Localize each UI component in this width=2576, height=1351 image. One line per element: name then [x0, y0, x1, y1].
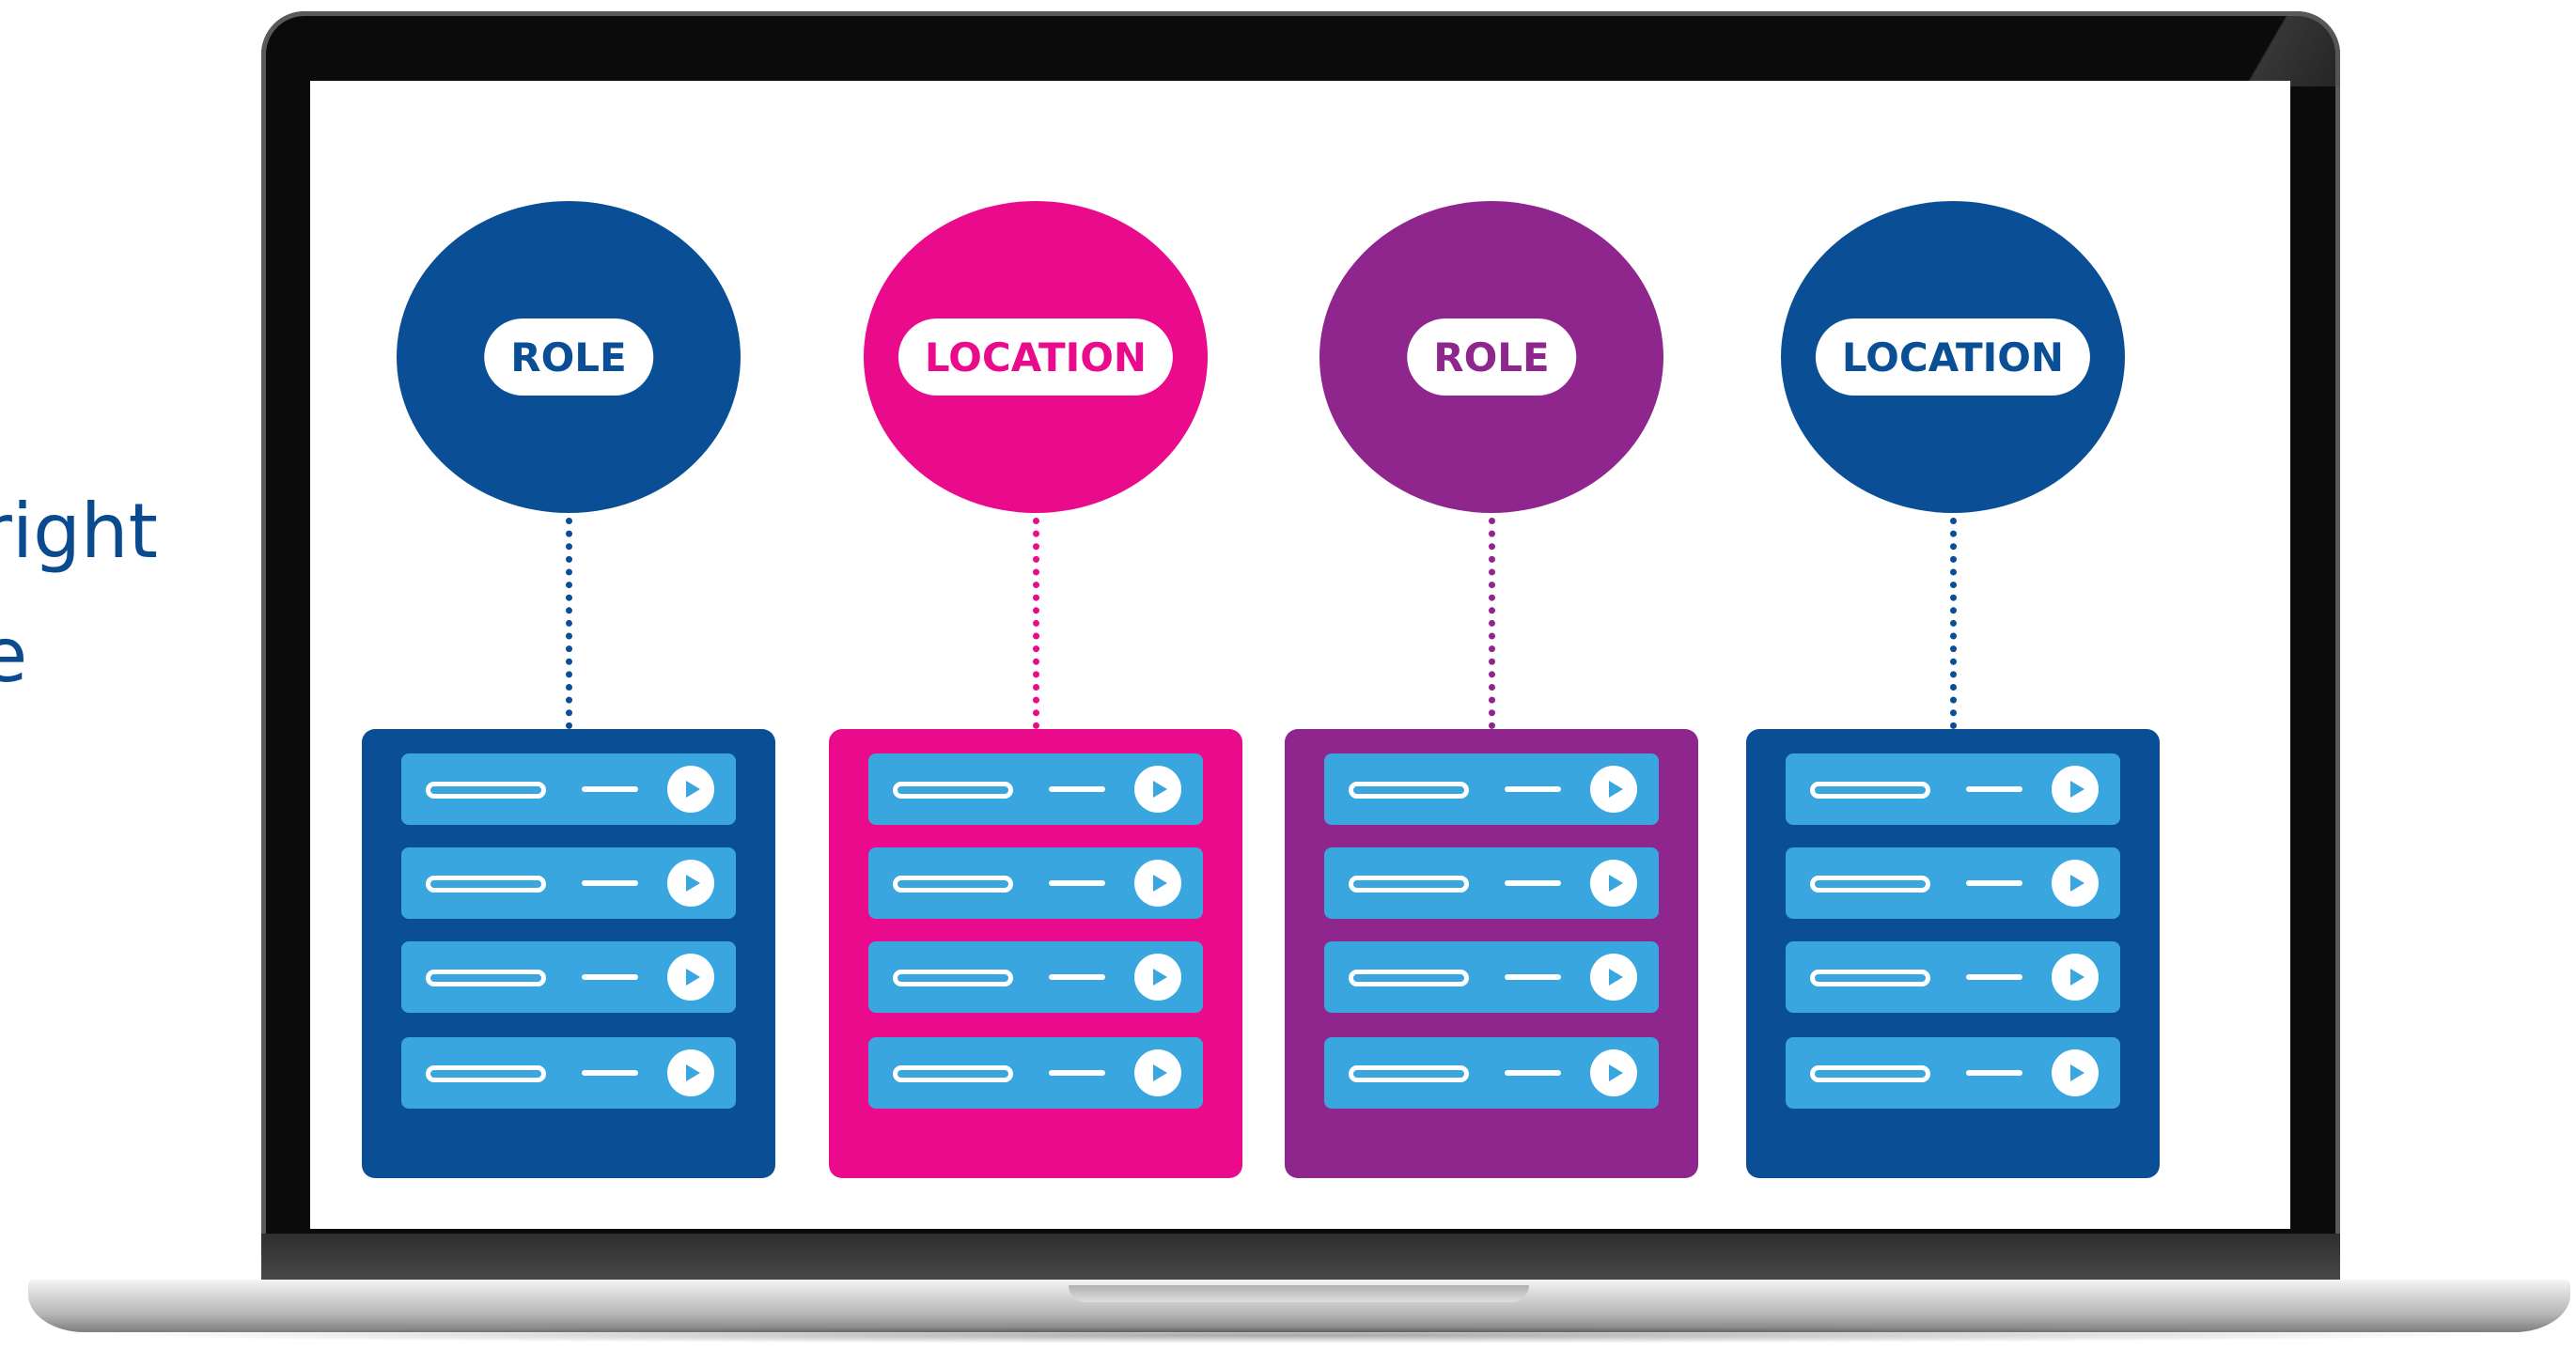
content-panel — [1285, 729, 1698, 1178]
screen-glare — [2188, 11, 2340, 86]
laptop-chin — [261, 1234, 2340, 1283]
play-icon — [1590, 766, 1637, 813]
content-panel — [829, 729, 1242, 1178]
content-row — [1324, 1037, 1659, 1109]
row-dash — [582, 1070, 638, 1076]
content-row — [401, 847, 736, 919]
dotted-connector — [1033, 518, 1039, 729]
diagram-column: LOCATION — [829, 81, 1242, 1229]
play-icon — [1590, 954, 1637, 1001]
play-icon — [2052, 954, 2099, 1001]
row-dash — [1049, 974, 1105, 980]
play-icon — [2052, 766, 2099, 813]
row-bar — [1810, 782, 1930, 799]
play-icon — [2052, 860, 2099, 907]
laptop-lid: ROLE LOCATION ROLE LOCATION — [261, 11, 2340, 1274]
row-bar — [1810, 1065, 1930, 1082]
side-text: right e — [0, 470, 158, 718]
side-text-line-2: e — [0, 612, 28, 699]
row-bar — [893, 876, 1013, 893]
content-row — [868, 941, 1203, 1013]
category-circle: LOCATION — [864, 201, 1208, 513]
category-circle: ROLE — [397, 201, 741, 513]
row-dash — [1505, 880, 1561, 886]
side-text-line-1: right — [0, 488, 158, 575]
content-row — [401, 941, 736, 1013]
row-bar — [1810, 876, 1930, 893]
row-dash — [1966, 1070, 2022, 1076]
content-row — [1786, 1037, 2120, 1109]
diagram-column: ROLE — [362, 81, 775, 1229]
content-row — [1786, 753, 2120, 825]
play-icon — [1590, 860, 1637, 907]
play-icon — [1134, 1049, 1181, 1096]
category-circle: LOCATION — [1781, 201, 2125, 513]
row-dash — [1049, 786, 1105, 792]
category-circle: ROLE — [1319, 201, 1663, 513]
content-row — [1324, 847, 1659, 919]
row-bar — [426, 782, 546, 799]
category-label: LOCATION — [1815, 318, 2091, 396]
row-dash — [582, 786, 638, 792]
diagram-column: ROLE — [1285, 81, 1698, 1229]
content-row — [868, 1037, 1203, 1109]
row-dash — [1505, 1070, 1561, 1076]
category-label: ROLE — [484, 318, 653, 396]
content-row — [868, 847, 1203, 919]
row-dash — [1966, 880, 2022, 886]
content-row — [1786, 941, 2120, 1013]
content-row — [401, 1037, 736, 1109]
row-bar — [893, 1065, 1013, 1082]
play-icon — [667, 860, 714, 907]
row-bar — [893, 782, 1013, 799]
content-row — [1786, 847, 2120, 919]
dotted-connector — [1950, 518, 1957, 729]
play-icon — [667, 766, 714, 813]
row-bar — [1349, 876, 1469, 893]
play-icon — [667, 1049, 714, 1096]
row-bar — [1349, 782, 1469, 799]
row-dash — [582, 880, 638, 886]
laptop-shadow — [85, 1327, 2514, 1343]
laptop-screen: ROLE LOCATION ROLE LOCATION — [310, 81, 2290, 1229]
row-bar — [426, 876, 546, 893]
laptop-notch — [1069, 1285, 1529, 1302]
play-icon — [1134, 954, 1181, 1001]
row-dash — [1966, 974, 2022, 980]
content-row — [1324, 941, 1659, 1013]
diagram-column: LOCATION — [1746, 81, 2160, 1229]
play-icon — [1590, 1049, 1637, 1096]
row-bar — [426, 1065, 546, 1082]
row-bar — [426, 970, 546, 986]
play-icon — [1134, 860, 1181, 907]
row-bar — [1349, 970, 1469, 986]
content-panel — [1746, 729, 2160, 1178]
content-row — [1324, 753, 1659, 825]
row-dash — [582, 974, 638, 980]
content-row — [401, 753, 736, 825]
category-label: LOCATION — [898, 318, 1174, 396]
dotted-connector — [1489, 518, 1495, 729]
category-label: ROLE — [1407, 318, 1576, 396]
row-bar — [893, 970, 1013, 986]
row-dash — [1505, 786, 1561, 792]
row-bar — [1349, 1065, 1469, 1082]
row-dash — [1966, 786, 2022, 792]
row-dash — [1049, 880, 1105, 886]
row-bar — [1810, 970, 1930, 986]
dotted-connector — [566, 518, 572, 729]
play-icon — [2052, 1049, 2099, 1096]
content-panel — [362, 729, 775, 1178]
row-dash — [1049, 1070, 1105, 1076]
play-icon — [1134, 766, 1181, 813]
row-dash — [1505, 974, 1561, 980]
content-row — [868, 753, 1203, 825]
play-icon — [667, 954, 714, 1001]
